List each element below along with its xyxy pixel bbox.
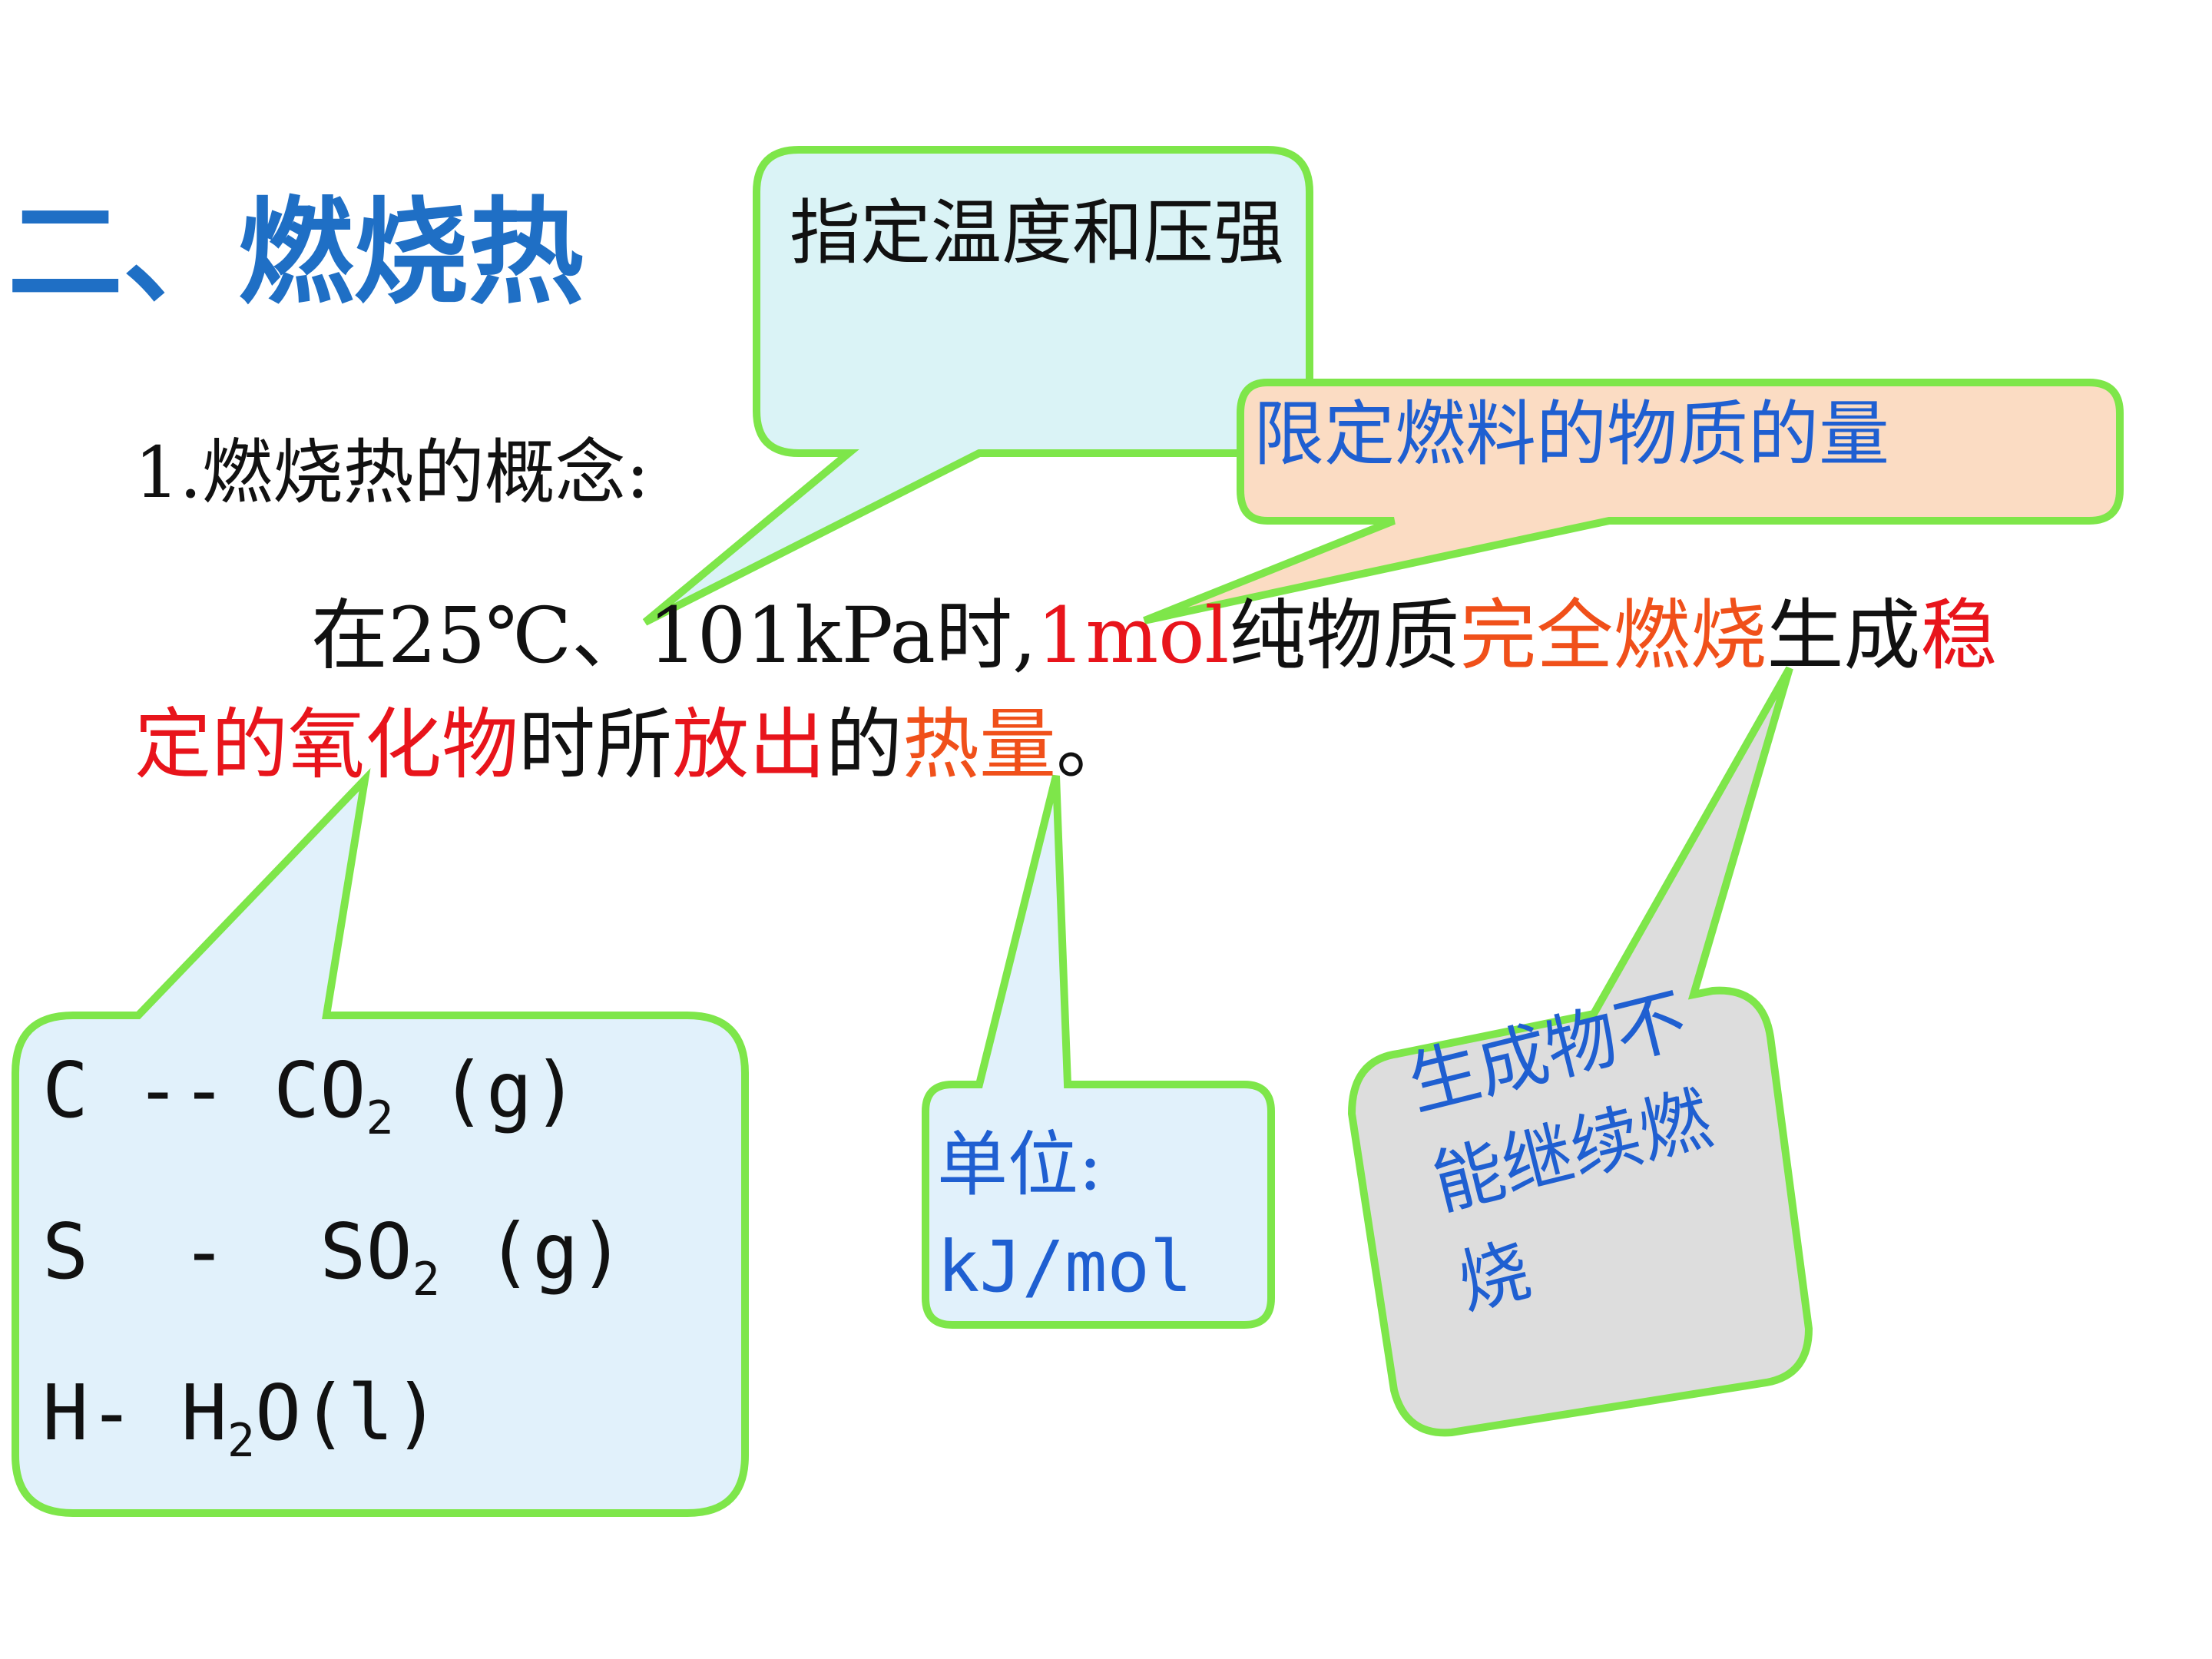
oxide-row-sulfur: S - SO2 (g) (42, 1214, 625, 1375)
bubble-unit (922, 774, 1275, 1329)
oxide-product: CO (273, 1045, 366, 1135)
oxide-product: H (180, 1368, 227, 1458)
definition-segment-stable: 稳 (1920, 591, 1998, 680)
callout-fuel-amount-text: 限定燃料的物质的量 (1253, 393, 1890, 475)
definition-segment: 在25℃、101kPa时, (311, 591, 1037, 680)
definition-segment-oxide: 定的氧化物 (134, 700, 518, 790)
bubble-no-combustion (1347, 666, 1813, 1437)
oxide-state: (g) (439, 1045, 579, 1135)
unit-value: kJ/mol (937, 1226, 1193, 1309)
definition-segment-release: 放出 (672, 700, 826, 790)
definition-segment-1mol: 1mol (1036, 591, 1230, 680)
definition-segment: 时所 (518, 700, 672, 790)
oxide-state: (l) (301, 1368, 440, 1458)
definition-line-1: 在25℃、101kPa时,1mol纯物质完全燃烧生成稳 (311, 598, 1997, 674)
oxide-product: SO (320, 1207, 412, 1296)
oxide-subscript: 2 (412, 1253, 440, 1306)
bubble-fuel-amount (1143, 379, 2124, 624)
definition-line-2: 定的氧化物时所放出的热量。 (134, 707, 1133, 783)
slide-title: 二、燃烧热 (8, 187, 584, 320)
definition-segment: 。 (1056, 700, 1133, 790)
callout-temp-pressure-text: 指定温度和压强 (789, 192, 1284, 274)
oxide-element: S (42, 1207, 89, 1296)
oxide-separator: - (88, 1368, 135, 1458)
oxide-separator: - (180, 1207, 227, 1296)
oxide-product-tail: O (255, 1368, 302, 1458)
definition-segment: 的 (826, 700, 902, 790)
definition-segment: 纯物质 (1229, 591, 1460, 680)
oxide-row-hydrogen: H- H2O(l) (42, 1375, 625, 1536)
definition-segment-complete-combustion: 完全燃烧 (1459, 591, 1767, 680)
bubble-temp-pressure (642, 146, 1313, 626)
oxide-subscript: 2 (366, 1091, 394, 1145)
bubble-oxides (12, 767, 749, 1517)
definition-segment-heat: 热量 (902, 700, 1056, 790)
oxide-element: H (42, 1368, 89, 1458)
callout-oxides-list: C -- CO2 (g) S - SO2 (g) H- H2O(l) (42, 1052, 625, 1536)
definition-segment: 生成 (1767, 591, 1921, 680)
unit-label: 单位: (937, 1124, 1102, 1206)
oxide-row-carbon: C -- CO2 (g) (42, 1052, 625, 1214)
oxide-element: C (42, 1045, 89, 1135)
callout-unit-text: 单位: kJ/mol (937, 1114, 1192, 1319)
oxide-subscript: 2 (227, 1414, 255, 1468)
concept-heading: 1.燃烧热的概念: (134, 432, 650, 514)
oxide-separator: -- (134, 1045, 227, 1135)
oxide-state: (g) (486, 1207, 625, 1296)
